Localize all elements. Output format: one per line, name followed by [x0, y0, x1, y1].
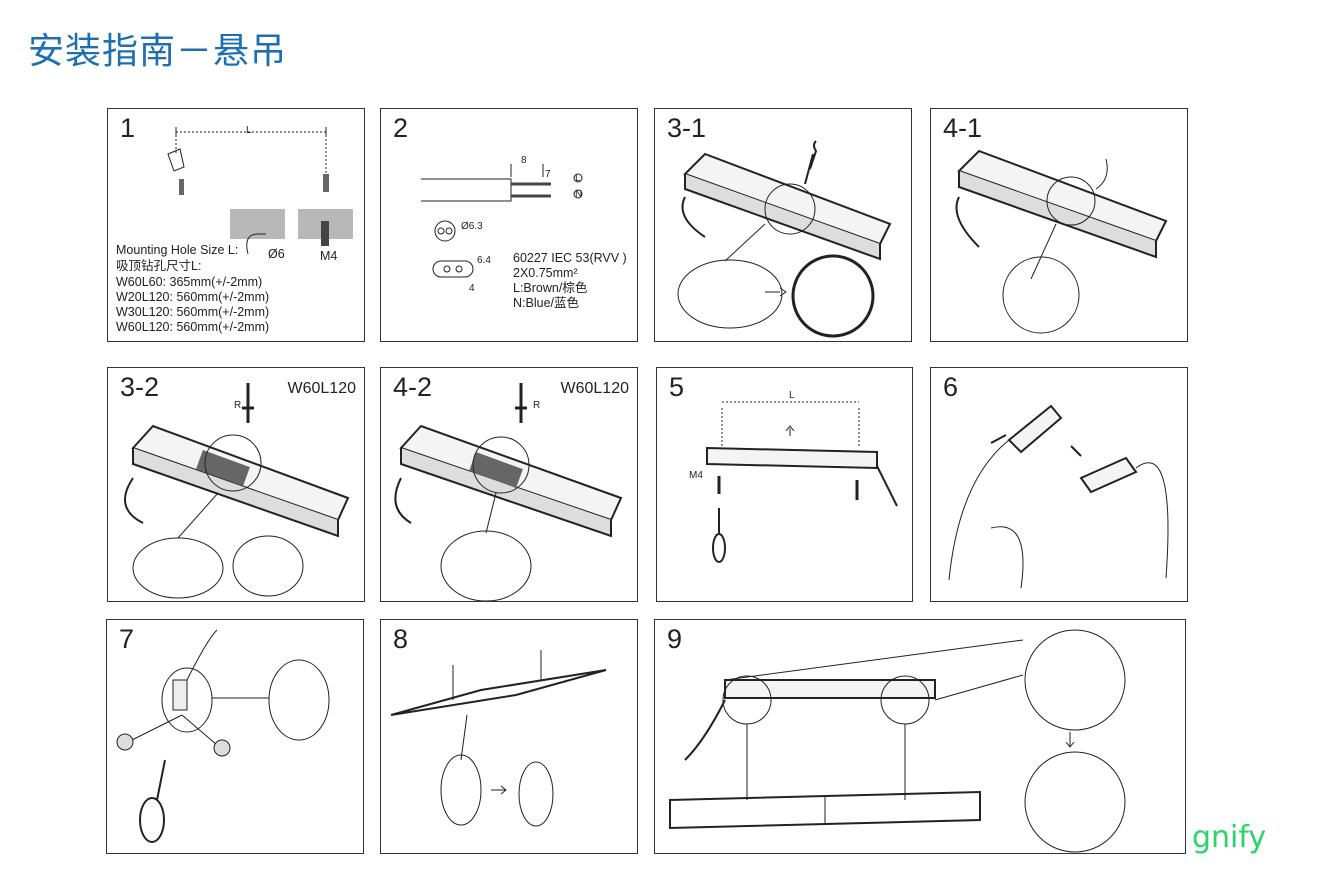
- step-2-panel: 2 8 7 L N Ø6.3 6.4 4 60227 IEC 53(RVV ) …: [380, 108, 638, 342]
- step-8-illustration: [390, 650, 607, 827]
- step-number: 3-1: [667, 113, 707, 143]
- dimension-label: 6.4: [477, 255, 491, 266]
- screw-label: M4: [320, 249, 338, 263]
- spec-line: W60L60: 365mm(+/-2mm): [116, 275, 263, 289]
- step-9-panel: 9: [654, 619, 1186, 854]
- step-4-2-illustration: [394, 383, 623, 601]
- step-7-panel: 7: [106, 619, 364, 854]
- step-3-2-illustration: [124, 383, 350, 599]
- hole-size-label-cn: 吸顶钻孔尺寸L:: [116, 259, 202, 273]
- step-number: 9: [667, 624, 683, 654]
- step-number: 3-2: [120, 372, 160, 402]
- cable-spec: 2X0.75mm²: [513, 266, 578, 280]
- step-8-panel: 8: [380, 619, 638, 854]
- dimension-label: L: [789, 390, 795, 401]
- step-5-panel: 5 L M4: [656, 367, 913, 602]
- rotation-label: R: [234, 400, 242, 411]
- wire-l-label: L: [575, 173, 581, 184]
- drill-label: Ø6: [268, 247, 285, 261]
- step-1-panel: 1 L Ø6 M4 Mounting Hole Size L: 吸顶钻孔尺寸L:…: [107, 108, 365, 342]
- step-6-illustration: [948, 404, 1169, 589]
- cable-spec: 60227 IEC 53(RVV ): [513, 251, 627, 265]
- step-number: 6: [943, 372, 959, 402]
- dimension-label: L: [246, 125, 252, 136]
- screw-label: M4: [689, 470, 703, 481]
- wire-n-label: N: [575, 189, 583, 200]
- rotation-label: R: [533, 400, 541, 411]
- step-4-1-panel: 4-1: [930, 108, 1188, 342]
- step-2-illustration: [421, 164, 583, 278]
- step-number: 8: [393, 624, 409, 654]
- page-title: 安装指南－悬吊: [28, 31, 288, 72]
- dimension-label: 4: [469, 283, 475, 294]
- hole-size-label: Mounting Hole Size L:: [116, 243, 239, 257]
- step-number: 1: [120, 113, 136, 143]
- model-label: W60L120: [560, 380, 630, 397]
- step-4-2-panel: 4-2 W60L120 R: [380, 367, 638, 602]
- step-5-illustration: [706, 401, 898, 563]
- cable-spec: N:Blue/蓝色: [513, 296, 579, 310]
- step-6-panel: 6: [930, 367, 1188, 602]
- cable-spec: L:Brown/棕色: [513, 281, 588, 295]
- step-3-1-illustration: [677, 140, 892, 338]
- step-3-1-panel: 3-1: [654, 108, 912, 342]
- spec-line: W20L120: 560mm(+/-2mm): [116, 290, 270, 304]
- step-9-illustration: [669, 629, 1126, 853]
- step-3-2-panel: 3-2 W60L120 R: [107, 367, 365, 602]
- step-number: 2: [393, 113, 409, 143]
- brand-logo-partial: gnify: [1192, 820, 1267, 855]
- model-label: W60L120: [287, 380, 357, 397]
- step-number: 4-2: [393, 372, 433, 402]
- diameter-label: Ø6.3: [461, 221, 483, 232]
- step-1-illustration: [167, 127, 353, 255]
- dimension-label: 8: [521, 155, 527, 166]
- step-4-1-illustration: [955, 149, 1168, 334]
- dimension-label: 7: [545, 169, 551, 180]
- spec-line: W30L120: 560mm(+/-2mm): [116, 305, 270, 319]
- step-number: 5: [669, 372, 685, 402]
- step-7-illustration: [116, 629, 330, 843]
- step-number: 4-1: [943, 113, 983, 143]
- spec-line: W60L120: 560mm(+/-2mm): [116, 320, 270, 334]
- step-number: 7: [119, 624, 135, 654]
